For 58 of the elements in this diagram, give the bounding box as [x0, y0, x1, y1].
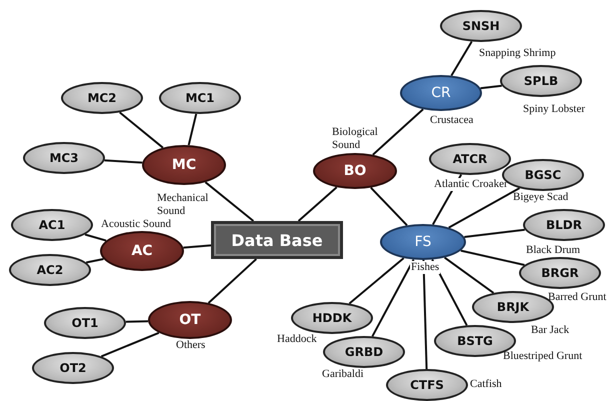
connector-line — [119, 112, 164, 148]
connector-line — [126, 320, 148, 323]
connector-line — [84, 234, 106, 242]
species-ellipse: BRGR — [519, 257, 601, 289]
connector-line — [464, 228, 525, 238]
category-ellipse: CR — [400, 75, 482, 111]
species-ellipse: MC2 — [61, 82, 143, 114]
species-ellipse: AC2 — [9, 254, 91, 286]
connector-line — [372, 259, 414, 337]
category-ellipse: OT — [148, 301, 232, 339]
node-caption: Crustacea — [430, 114, 474, 127]
node-caption: Catfish — [470, 378, 502, 391]
node-caption: Haddock — [277, 333, 317, 346]
node-caption: Spiny Lobster — [523, 103, 586, 116]
category-ellipse: BO — [313, 153, 397, 189]
connector-line — [188, 114, 198, 146]
connector-line — [448, 187, 520, 228]
node-caption: Acoustic Sound — [101, 218, 171, 231]
connector-line — [104, 159, 142, 164]
node-caption: Fishes — [410, 261, 440, 274]
species-ellipse: AC1 — [11, 209, 93, 241]
species-ellipse: SPLB — [500, 65, 582, 97]
connector-line — [204, 181, 254, 222]
node-caption: Bigeye Scad — [513, 191, 568, 204]
species-ellipse: ATCR — [429, 143, 511, 175]
connector-line — [183, 244, 212, 249]
connector-line — [372, 108, 424, 156]
category-ellipse: MC — [142, 145, 226, 185]
connector-line — [450, 41, 473, 76]
node-caption: Others — [176, 339, 206, 352]
node-caption: Barred Grunt — [548, 291, 606, 304]
species-ellipse: MC1 — [159, 82, 241, 114]
connector-line — [348, 257, 404, 304]
node-caption: Garibaldi — [322, 368, 364, 381]
node-caption: Mechanical Sound — [157, 192, 210, 218]
node-caption: Black Drum — [526, 244, 580, 257]
species-ellipse: CTFS — [386, 369, 468, 401]
species-ellipse: BLDR — [523, 209, 605, 241]
species-ellipse: HDDK — [291, 302, 373, 334]
species-ellipse: OT1 — [44, 307, 126, 339]
node-caption: Bar Jack — [531, 324, 570, 337]
connector-line — [480, 84, 502, 90]
connector-line — [422, 260, 428, 370]
species-ellipse: MC3 — [23, 142, 105, 174]
connector-line — [298, 186, 338, 222]
connector-line — [86, 258, 104, 264]
species-ellipse: SNSH — [440, 10, 522, 42]
connector-line — [100, 332, 160, 358]
node-caption: Biological Sound — [332, 126, 379, 152]
species-ellipse: OT2 — [32, 352, 114, 384]
connector-line — [460, 250, 525, 266]
category-ellipse: FS — [380, 224, 466, 260]
node-caption: Snapping Shrimp — [479, 47, 556, 60]
category-ellipse: AC — [100, 231, 184, 271]
database-box: Data Base — [211, 221, 343, 259]
connector-line — [370, 187, 408, 226]
species-ellipse: GRBD — [323, 336, 405, 368]
connector-line — [208, 258, 257, 304]
